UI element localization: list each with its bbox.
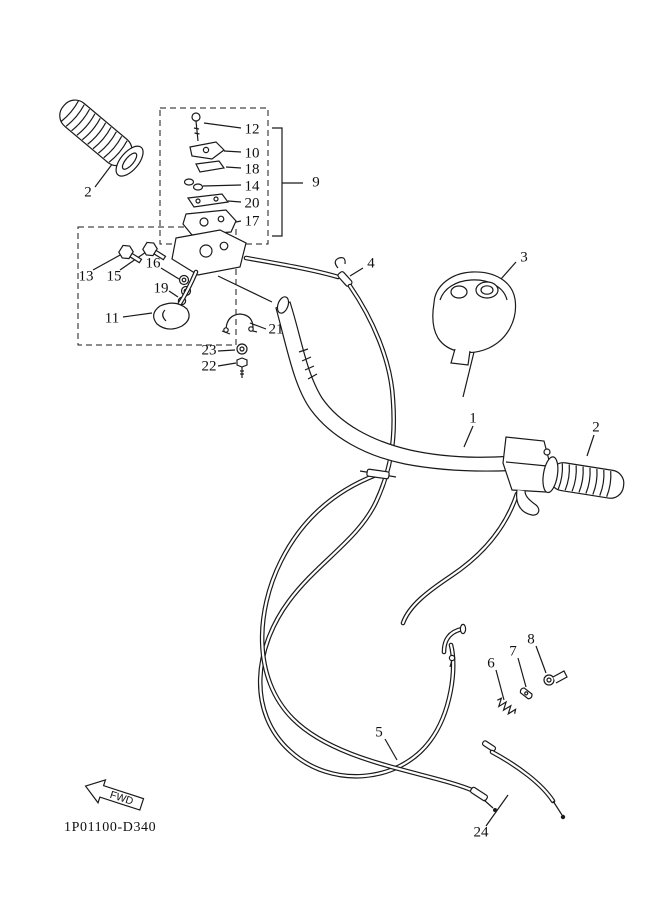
part-label-7: 7	[509, 643, 517, 660]
part-label-16: 16	[145, 255, 161, 272]
part-4-cable-end	[334, 257, 353, 287]
part-15-bolt	[142, 241, 167, 261]
cable-loops	[257, 283, 520, 794]
part-label-24: 24	[473, 824, 489, 841]
part-24-throttle-cable	[489, 749, 566, 820]
part-3-switch-housing	[432, 271, 517, 398]
part-label-5: 5	[375, 724, 383, 741]
part-label-11: 11	[104, 310, 120, 327]
part-20-gasket	[186, 193, 230, 208]
leader-lines	[92, 122, 595, 827]
part-label-3: 3	[520, 249, 528, 266]
part-label-22: 22	[201, 358, 217, 375]
part-label-14: 14	[244, 178, 260, 195]
part-5-cable-end	[469, 786, 497, 812]
part-label-8: 8	[527, 631, 535, 648]
part-label-23: 23	[201, 342, 217, 359]
part-6-spring	[497, 697, 517, 716]
right-handle-grip	[542, 456, 625, 499]
dashed-group-box-lever	[77, 226, 237, 346]
part-label-15: 15	[106, 268, 122, 285]
part-label-1: 1	[469, 410, 477, 427]
part-label-18: 18	[244, 161, 260, 178]
diagram-part-code: 1P01100-D340	[64, 820, 157, 835]
part-18-plate	[195, 160, 226, 173]
cable-adjuster	[359, 468, 397, 480]
part-13-bolt	[118, 244, 143, 264]
left-handle-grip	[59, 99, 144, 177]
part-label-21: 21	[268, 321, 284, 338]
dashed-group-box-9	[159, 107, 269, 245]
fwd-arrow: FWD	[84, 779, 145, 811]
fwd-arrow-label: FWD	[108, 789, 135, 808]
part-17-housing-cap	[182, 209, 237, 236]
part-label-6: 6	[487, 655, 495, 672]
cable-24-start-fitting	[481, 740, 497, 752]
part-label-2-right: 2	[592, 419, 600, 436]
cable-elbow-guide	[441, 623, 467, 668]
part-label-19: 19	[153, 280, 169, 297]
part-8-holder	[543, 670, 568, 686]
part-label-9: 9	[312, 174, 320, 191]
part-10-cover	[189, 141, 225, 160]
part-label-13: 13	[78, 268, 94, 285]
part-12-screw	[191, 112, 201, 142]
throttle-housing-assembly	[171, 229, 273, 303]
part-label-20: 20	[244, 195, 260, 212]
part-7-joint	[519, 687, 533, 700]
part-label-12: 12	[244, 121, 260, 138]
part-21-clamp	[221, 313, 258, 335]
part-22-bolt	[236, 357, 248, 378]
part-14-washers	[183, 178, 204, 191]
part-11-lever-boot	[153, 269, 199, 330]
part-label-17: 17	[244, 213, 260, 230]
part-label-10: 10	[244, 145, 260, 162]
part-label-4: 4	[367, 255, 375, 272]
throttle-cable-upper-core	[244, 256, 340, 279]
part-23-washer	[236, 343, 248, 355]
part-label-2-left: 2	[84, 184, 92, 201]
